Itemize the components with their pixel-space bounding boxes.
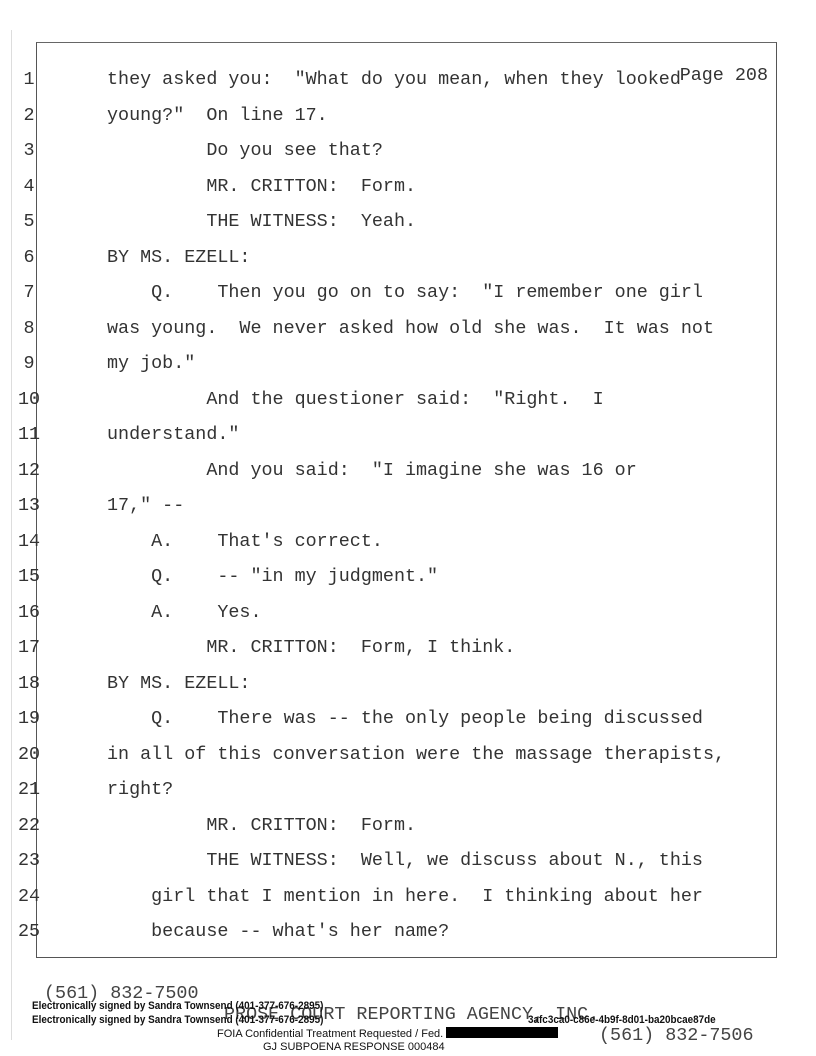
line-number: 3 [23, 140, 35, 161]
line-text: MR. CRITTON: Form. [107, 814, 417, 836]
line-text: And you said: "I imagine she was 16 or [107, 459, 637, 481]
footer-phone-right: (561) 832-7506 [599, 1025, 754, 1046]
line-text: A. Yes. [107, 601, 262, 623]
signature-line-1: Electronically signed by Sandra Townsend… [32, 1000, 324, 1012]
line-text: girl that I mention in here. I thinking … [107, 885, 703, 907]
line-number: 21 [17, 779, 41, 800]
signature-line-2: Electronically signed by Sandra Townsend… [32, 1014, 324, 1026]
line-text: MR. CRITTON: Form, I think. [107, 637, 516, 658]
footer-agency-line: (561) 832-7500 PROSE COURT REPORTING AGE… [0, 962, 816, 1046]
transcript-page-box: Page 208 1 they asked you: "What do you m… [18, 42, 777, 958]
line-text: THE WITNESS: Well, we discuss about N., … [107, 850, 703, 871]
redaction-bar [446, 1027, 559, 1038]
line-text: understand." [107, 424, 240, 445]
line-text: 17," -- [107, 495, 185, 516]
line-number: 15 [17, 566, 41, 587]
scan-margin-rule [11, 30, 12, 1040]
line-text: was young. We never asked how old she wa… [107, 317, 714, 339]
line-text: A. That's correct. [107, 530, 383, 552]
line-text: And the questioner said: "Right. I [107, 388, 604, 410]
footer-phone-left: (561) 832-7500 [44, 983, 199, 1004]
line-text: Q. -- "in my judgment." [107, 566, 439, 587]
line-number: 13 [17, 495, 41, 516]
line-number: 22 [17, 814, 41, 836]
line-number: 9 [23, 353, 35, 374]
document-hash: 3afc3ca0-c86e-4b9f-8d01-ba20bcae87de [528, 1014, 716, 1026]
line-number: 14 [17, 530, 41, 552]
line-number: 6 [23, 246, 35, 268]
bates-number: GJ SUBPOENA RESPONSE 000484 [263, 1041, 445, 1053]
line-number: 8 [23, 317, 35, 339]
foia-notice: FOIA Confidential Treatment Requested / … [217, 1027, 559, 1040]
line-text: they asked you: "What do you mean, when … [107, 69, 681, 90]
line-number: 11 [17, 424, 41, 445]
line-text: in all of this conversation were the mas… [107, 743, 726, 765]
line-number: 19 [17, 708, 41, 729]
line-text: BY MS. EZELL: [107, 672, 251, 694]
line-number: 10 [17, 388, 41, 410]
line-number: 2 [23, 104, 35, 126]
line-number: 23 [17, 850, 41, 871]
line-number: 17 [17, 637, 41, 658]
line-text: young?" On line 17. [107, 104, 328, 126]
line-text: BY MS. EZELL: [107, 246, 251, 268]
footer-agency-name: PROSE COURT REPORTING AGENCY, INC. [224, 1004, 600, 1025]
line-text: THE WITNESS: Yeah. [107, 211, 417, 232]
line-text: Do you see that? [107, 140, 383, 161]
line-text: MR. CRITTON: Form. [107, 175, 417, 197]
line-text: right? [107, 779, 174, 800]
line-text: because -- what's her name? [107, 921, 450, 942]
line-number: 12 [17, 459, 41, 481]
line-text: my job." [107, 353, 196, 374]
line-number: 25 [17, 921, 41, 942]
line-number: 4 [23, 175, 35, 197]
line-number: 18 [17, 672, 41, 694]
line-number: 1 [23, 69, 35, 90]
line-number: 16 [17, 601, 41, 623]
line-number: 20 [17, 743, 41, 765]
page-number: Page 208 [679, 65, 768, 86]
line-text: Q. There was -- the only people being di… [107, 708, 703, 729]
foia-text: FOIA Confidential Treatment Requested / … [217, 1028, 444, 1040]
line-number: 5 [23, 211, 35, 232]
line-number: 7 [23, 282, 35, 303]
line-number: 24 [17, 885, 41, 907]
line-text: Q. Then you go on to say: "I remember on… [107, 282, 703, 303]
